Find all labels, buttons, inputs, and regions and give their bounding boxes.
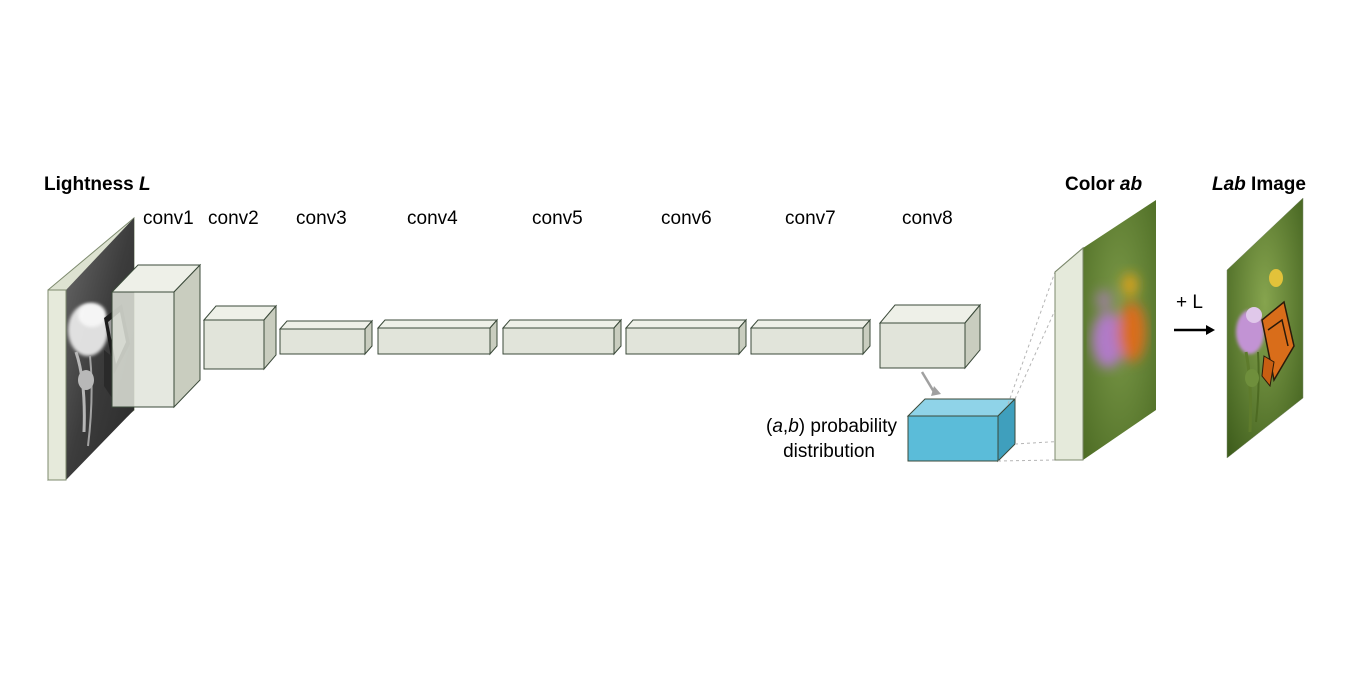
probability-distribution-block xyxy=(906,397,1017,463)
conv-block-2 xyxy=(202,304,278,371)
conv1-label: conv1 xyxy=(143,208,194,229)
lab-output-image xyxy=(1226,197,1304,459)
conv-block-3 xyxy=(278,319,374,356)
conv8-label: conv8 xyxy=(902,208,953,229)
conv-block-7 xyxy=(749,318,872,356)
conv5-label: conv5 xyxy=(532,208,583,229)
conv8-to-distribution-arrow xyxy=(920,371,941,396)
conv-block-8 xyxy=(878,303,982,370)
conv-block-6 xyxy=(624,318,748,356)
probability-label-line2: distribution xyxy=(783,441,875,462)
lab-image-label: Lab Image xyxy=(1212,174,1306,195)
conv2-label: conv2 xyxy=(208,208,259,229)
probability-label-line1: (a,b) probability xyxy=(766,416,897,437)
plus-l-label: + L xyxy=(1176,292,1203,313)
conv6-label: conv6 xyxy=(661,208,712,229)
color-ab-output-image xyxy=(1054,200,1156,461)
conv-block-4 xyxy=(376,318,499,356)
conv-block-5 xyxy=(501,318,623,356)
conv3-label: conv3 xyxy=(296,208,347,229)
color-ab-label: Color ab xyxy=(1065,174,1142,195)
lightness-label: Lightness L xyxy=(44,174,151,195)
conv-block-1 xyxy=(110,263,202,409)
add-lightness-arrow xyxy=(1174,325,1215,335)
conv7-label: conv7 xyxy=(785,208,836,229)
conv4-label: conv4 xyxy=(407,208,458,229)
